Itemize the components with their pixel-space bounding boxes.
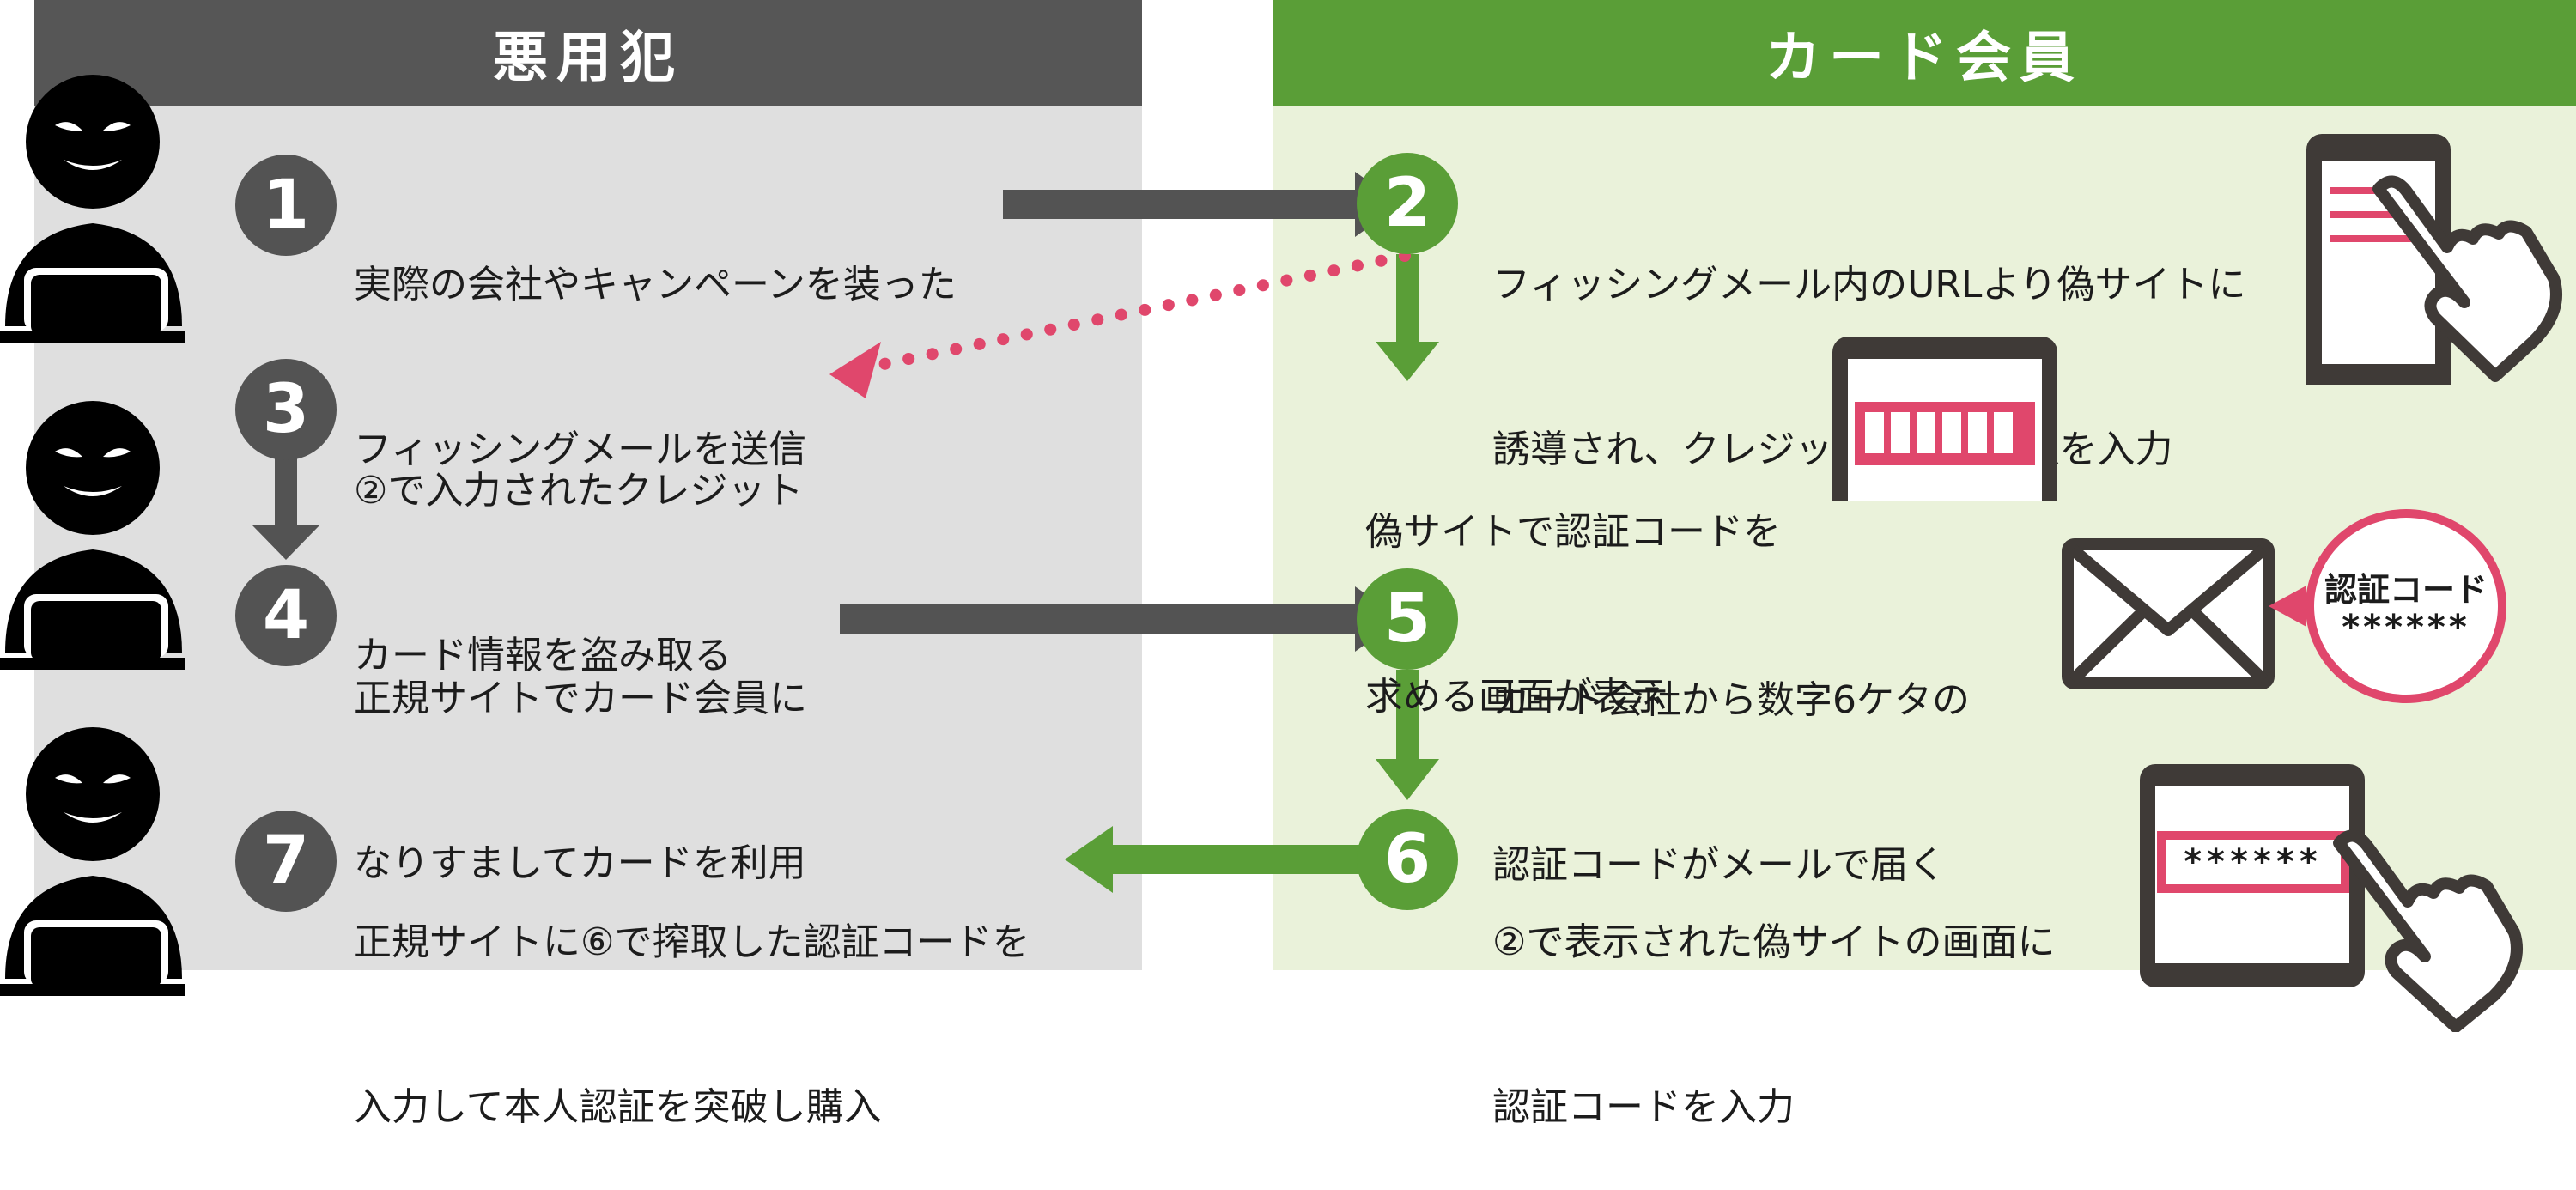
step-1-line-1: 実際の会社やキャンペーンを装った bbox=[354, 263, 957, 307]
step-number-1: 1 bbox=[235, 155, 337, 256]
step-3-text: ②で入力されたクレジット カード情報を盗み取る bbox=[354, 354, 803, 738]
step-2-line-1: フィッシングメール内のURLより偽サイトに bbox=[1492, 263, 2246, 307]
step-1-line-2: フィッシングメールを送信 bbox=[354, 428, 807, 471]
arrow-step3-to-step4 bbox=[252, 451, 319, 560]
step-6-line-2: 認証コードを入力 bbox=[1492, 1085, 1795, 1129]
step-5-line-1: カード会社から数字6ケタの bbox=[1492, 678, 1970, 722]
step-3-line-1: ②で入力されたクレジット bbox=[354, 469, 804, 513]
cardholder-header: カード会員 bbox=[1273, 0, 2576, 106]
step-number-5: 5 bbox=[1357, 568, 1458, 670]
bubble-code: ****** bbox=[2342, 608, 2470, 647]
step-number-7: 7 bbox=[235, 811, 337, 912]
intermediate-line-2: 求める画面が表示 bbox=[1365, 675, 1668, 719]
email-envelope-icon bbox=[2061, 537, 2275, 692]
step-5-text: カード会社から数字6ケタの 認証コードがメールで届く bbox=[1492, 563, 1970, 948]
step-4-text: 正規サイトでカード会員に なりすましてカードを利用 bbox=[354, 562, 807, 946]
step-7-line-1: 正規サイトに⑥で搾取した認証コードを bbox=[354, 920, 1030, 964]
step-number-4: 4 bbox=[235, 565, 337, 666]
hacker-icon bbox=[0, 52, 197, 343]
step-3-line-2: カード情報を盗み取る bbox=[354, 634, 732, 677]
step-number-2: 2 bbox=[1357, 153, 1458, 254]
hacker-icon bbox=[0, 378, 197, 670]
attacker-panel bbox=[34, 0, 1142, 970]
hacker-icon bbox=[0, 704, 197, 996]
step-1-text: 実際の会社やキャンペーンを装った フィッシングメールを送信 bbox=[354, 148, 957, 532]
arrow-step6-to-step7 bbox=[1065, 826, 1376, 893]
attacker-header: 悪用犯 bbox=[34, 0, 1142, 106]
step-6-text: ②で表示された偽サイトの画面に 認証コードを入力 bbox=[1492, 805, 2055, 1190]
step-4-line-1: 正規サイトでカード会員に bbox=[354, 677, 807, 720]
dotted-arrow-step2-to-step3 bbox=[829, 250, 1411, 398]
step-5-line-2: 認証コードがメールで届く bbox=[1492, 843, 1946, 887]
arrow-step4-to-step5 bbox=[840, 586, 1401, 652]
step-number-3: 3 bbox=[235, 359, 337, 460]
step-7-line-2: 入力して本人認証を突破し購入 bbox=[354, 1085, 882, 1129]
smartphone-tap-icon bbox=[2296, 127, 2576, 385]
bubble-title: 認証コード bbox=[2324, 571, 2488, 609]
smartphone-code-screen-icon bbox=[1829, 333, 2061, 501]
smartphone-code-entry-icon: ****** bbox=[2136, 761, 2576, 1032]
step-6-line-1: ②で表示された偽サイトの画面に bbox=[1492, 920, 2056, 964]
arrow-step5-to-step6 bbox=[1376, 670, 1439, 800]
auth-code-bubble: 認証コード ****** bbox=[2251, 507, 2509, 706]
intermediate-line-1: 偽サイトで認証コードを bbox=[1365, 510, 1781, 554]
step-number-6: 6 bbox=[1357, 809, 1458, 910]
flow-arrows bbox=[252, 172, 1439, 893]
intermediate-text: 偽サイトで認証コードを 求める画面が表示 bbox=[1365, 395, 1781, 780]
entered-code: ****** bbox=[2184, 842, 2323, 882]
step-4-line-2: なりすましてカードを利用 bbox=[354, 841, 806, 885]
step-7-text: 正規サイトに⑥で搾取した認証コードを 入力して本人認証を突破し購入 bbox=[354, 805, 1030, 1190]
arrow-step2-down bbox=[1376, 254, 1439, 381]
arrow-step1-to-step2 bbox=[1003, 172, 1401, 237]
